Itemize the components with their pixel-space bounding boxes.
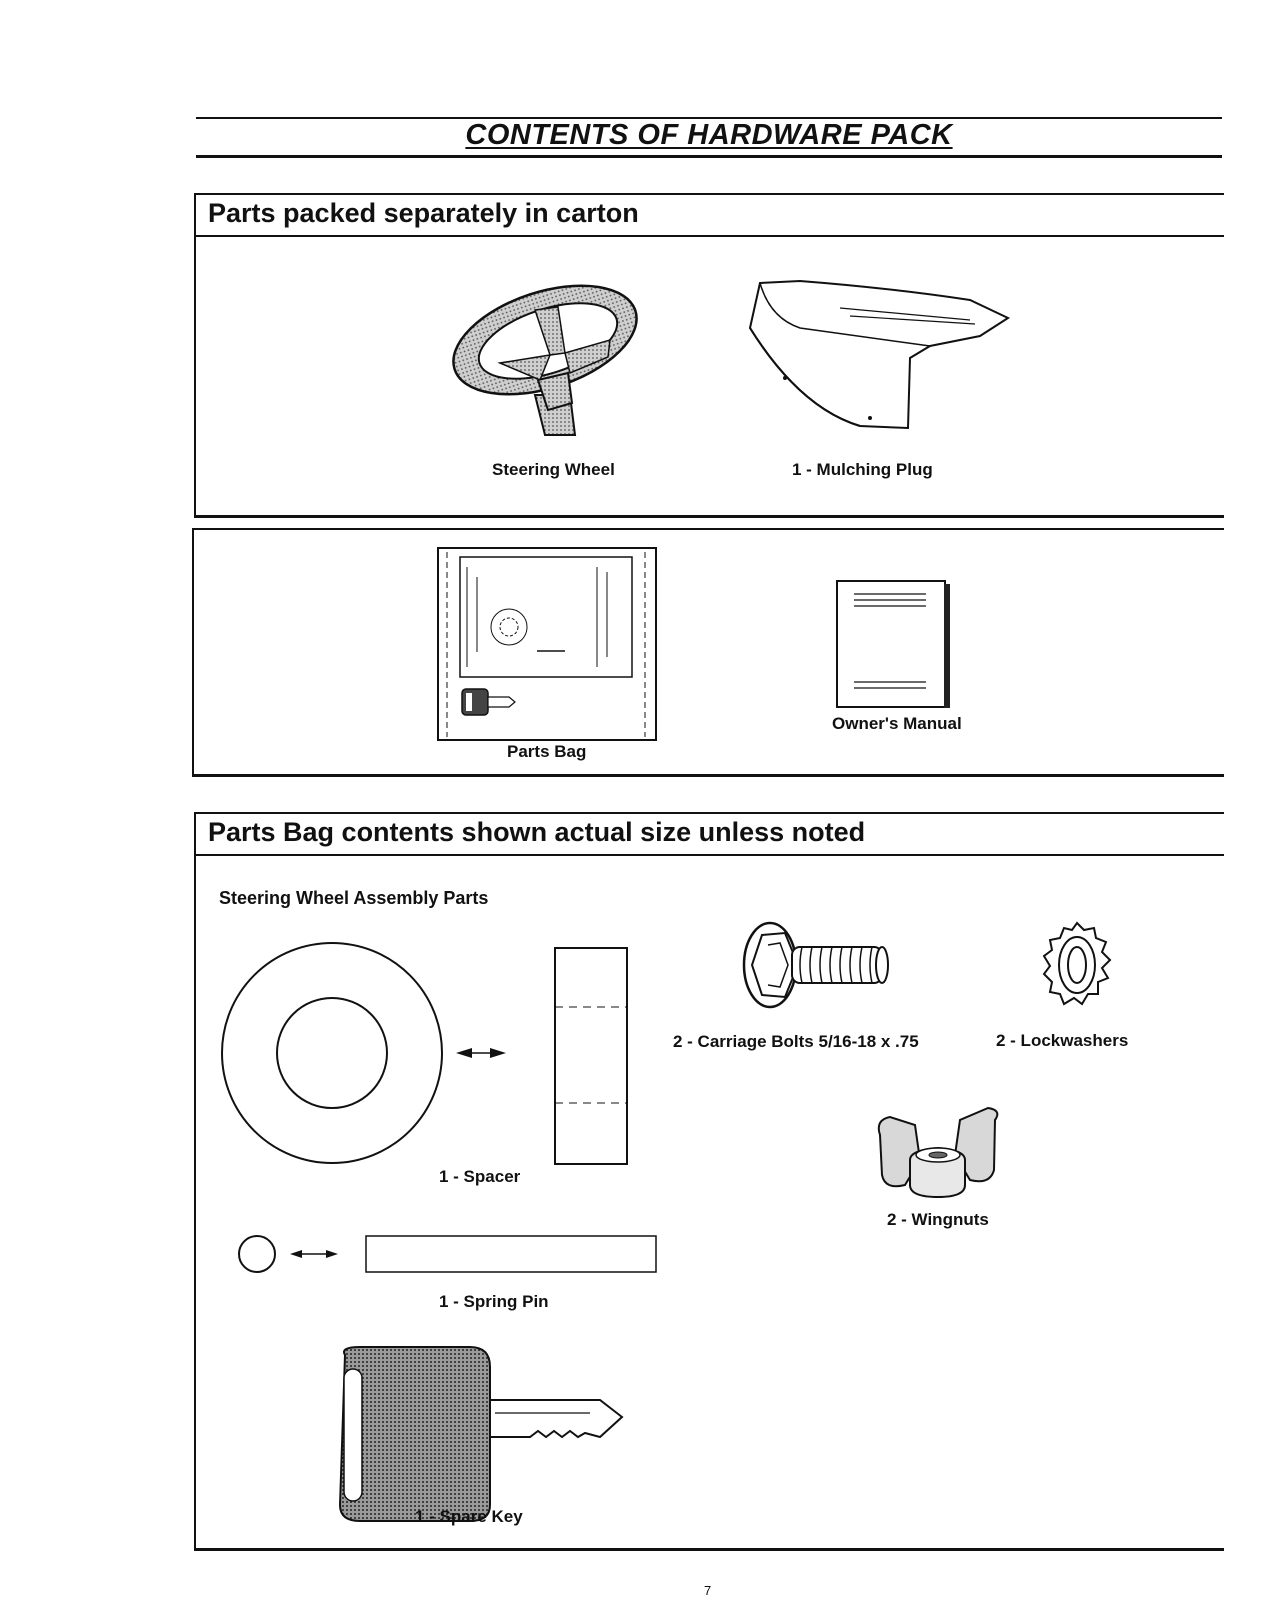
wingnut-illustration (877, 1106, 999, 1199)
steering-wheel-illustration (452, 284, 638, 436)
title-bottom-rule (196, 155, 1222, 158)
owners-manual-label: Owner's Manual (832, 714, 962, 733)
lockwashers-label: 2 - Lockwashers (996, 1031, 1129, 1050)
mulching-plug-illustration (748, 279, 1011, 430)
section-carton-heading: Parts packed separately in carton (208, 198, 639, 228)
section-parts-bag (192, 528, 1224, 777)
assembly-parts-subheading: Steering Wheel Assembly Parts (219, 888, 489, 908)
spare-key-label: 1 - Spare Key (415, 1507, 523, 1526)
lockwasher-illustration (1042, 921, 1112, 1006)
spring-pin-illustration (238, 1235, 657, 1273)
owners-manual-illustration (836, 580, 950, 708)
page-title: CONTENTS OF HARDWARE PACK (465, 119, 953, 151)
carriage-bolts-label: 2 - Carriage Bolts 5/16-18 x .75 (673, 1032, 919, 1051)
section-carton: Parts packed separately in carton (194, 193, 1224, 518)
spring-pin-label: 1 - Spring Pin (439, 1292, 549, 1311)
page-number: 7 (704, 1583, 712, 1598)
section-bag-contents: Parts Bag contents shown actual size unl… (194, 812, 1224, 1551)
spacer-label: 1 - Spacer (439, 1167, 521, 1186)
parts-bag-label: Parts Bag (507, 742, 587, 761)
section-bag-contents-heading: Parts Bag contents shown actual size unl… (208, 817, 866, 847)
spacer-illustration (221, 942, 628, 1165)
spare-key-illustration (338, 1346, 624, 1522)
carriage-bolt-illustration (742, 921, 889, 1009)
parts-bag-illustration (437, 547, 657, 741)
title-top-rule (196, 117, 1222, 119)
mulching-plug-label: 1 - Mulching Plug (792, 460, 933, 479)
section-bag-contents-heading-rule (196, 854, 1224, 856)
section-carton-heading-rule (196, 235, 1224, 237)
wingnuts-label: 2 - Wingnuts (887, 1210, 989, 1229)
steering-wheel-label: Steering Wheel (492, 460, 615, 479)
